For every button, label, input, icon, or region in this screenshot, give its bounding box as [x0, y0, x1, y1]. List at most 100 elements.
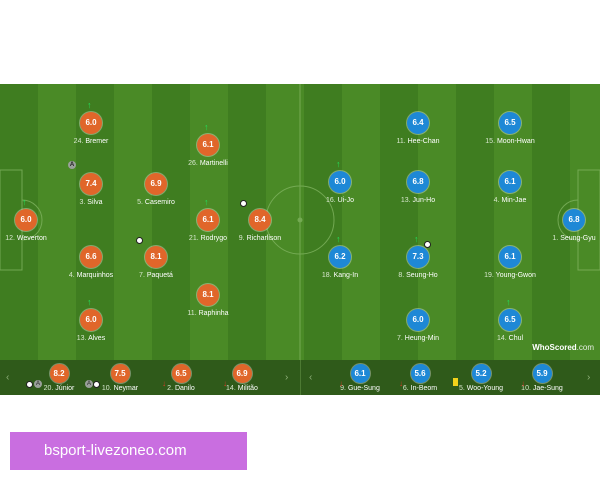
goal-ball-icon	[424, 241, 431, 248]
away-player-young-gwon[interactable]: 6.1 19. Young-Gwon	[475, 246, 545, 279]
next-arrow-icon[interactable]: ›	[587, 372, 591, 383]
player-name: Gue-Sung	[347, 385, 380, 392]
whoscored-logo: WhoScored.com	[532, 343, 594, 352]
away-player-min-jae[interactable]: 6.1 4. Min-Jae	[475, 171, 545, 204]
assist-icon: A	[34, 380, 42, 388]
player-name: Bremer	[85, 138, 109, 145]
sub-on-arrow-icon: ↑	[204, 197, 209, 207]
home-sub-militao[interactable]: ↓ 6.9 14. Militão	[207, 364, 277, 392]
shirt-number: 19.	[484, 272, 494, 279]
sub-on-arrow-icon: ↑	[22, 197, 27, 207]
rating-badge: 6.1	[499, 246, 521, 268]
rating-badge: ↑6.0	[80, 298, 102, 331]
player-name: Hee-Chan	[407, 138, 440, 145]
rating-badge: 6.8	[563, 209, 585, 231]
player-name: Weverton	[16, 235, 47, 242]
shirt-number: 10.	[521, 385, 531, 392]
shirt-number: 24.	[73, 138, 84, 145]
shirt-number: 3.	[79, 199, 86, 206]
rating-badge: 8.2	[49, 364, 69, 383]
away-player-moon-hwan[interactable]: 6.5 15. Moon-Hwan	[475, 112, 545, 145]
home-sub-neymar[interactable]: A 7.5 10. Neymar	[85, 364, 155, 392]
away-player-jun-ho[interactable]: 6.8 13. Jun-Ho	[383, 171, 453, 204]
away-player-seung-ho[interactable]: ↑7.3 8. Seung-Ho	[383, 235, 453, 280]
home-sub-junior[interactable]: A 8.2 20. Júnior	[24, 364, 94, 392]
home-player-alves[interactable]: ↑6.0 13. Alves	[56, 298, 126, 343]
home-player-bremer[interactable]: ↑6.0 24. Bremer	[56, 101, 126, 146]
sub-on-arrow-icon: ↑	[204, 122, 209, 132]
prev-arrow-icon[interactable]: ‹	[6, 372, 10, 383]
rating-badge: 6.9	[145, 173, 167, 195]
captain-icon: A	[68, 161, 76, 169]
shirt-number: 4.	[68, 272, 75, 279]
away-player-chul[interactable]: ↑6.5 14. Chul	[475, 298, 545, 343]
rating-badge: 5.2	[471, 364, 491, 383]
player-name: Júnior	[55, 385, 75, 392]
away-player-heung-min[interactable]: 6.0 7. Heung-Min	[383, 309, 453, 342]
rating-badge: 6.6	[80, 246, 102, 268]
shirt-number: 14.	[496, 335, 507, 342]
sub-on-arrow-icon: ↑	[87, 100, 92, 110]
player-name: Silva	[87, 199, 103, 206]
away-player-kang-in[interactable]: ↑6.2 18. Kang-In	[305, 235, 375, 280]
player-name: Marquinhos	[76, 272, 114, 279]
away-sub-in-beom[interactable]: ↓ 5.6 6. In-Beom	[385, 364, 455, 392]
home-player-paqueta[interactable]: 8.1 7. Paquetá	[121, 237, 191, 279]
home-player-rodrygo[interactable]: ↑6.1 21. Rodrygo	[173, 198, 243, 243]
home-player-weverton[interactable]: ↑6.0 12. Weverton	[0, 198, 61, 243]
player-name: Jae-Sung	[532, 385, 563, 392]
away-player-hee-chan[interactable]: 6.4 11. Hee-Chan	[383, 112, 453, 145]
rating-badge: 8.4	[240, 200, 271, 231]
home-player-casemiro[interactable]: 6.9 5. Casemiro	[121, 173, 191, 206]
rating-badge: 6.5	[499, 112, 521, 134]
rating-badge: 6.1	[499, 171, 521, 193]
home-player-richarlison[interactable]: 8.4 9. Richarlison	[225, 200, 295, 242]
divider	[300, 360, 301, 395]
home-player-marquinhos[interactable]: 6.6 4. Marquinhos	[56, 246, 126, 279]
sub-off-arrow-icon: ↓	[223, 379, 227, 388]
sub-off-arrow-icon: ↓	[521, 379, 525, 388]
rating-badge: 5.6	[410, 364, 430, 383]
goal-ball-icon	[93, 381, 100, 388]
sub-on-arrow-icon: ↑	[414, 234, 419, 244]
shirt-number: 6.	[402, 385, 409, 392]
player-name: Jun-Ho	[412, 197, 436, 204]
shirt-number: 11.	[396, 138, 406, 145]
player-name: Ui-Jo	[337, 197, 355, 204]
away-player-ui-jo[interactable]: ↑6.0 16. Ui-Jo	[305, 160, 375, 205]
player-name: Raphinha	[198, 310, 229, 317]
goal-ball-icon	[240, 200, 247, 207]
rating-badge: ↑6.1	[197, 123, 219, 156]
sub-off-arrow-icon: ↓	[399, 379, 403, 388]
sub-on-arrow-icon: ↑	[336, 159, 341, 169]
shirt-number: 14.	[226, 385, 236, 392]
rating-badge: ↑6.5	[499, 298, 521, 331]
sub-on-arrow-icon: ↑	[506, 297, 511, 307]
rating-badge: 8.1	[136, 237, 167, 268]
home-sub-danilo[interactable]: ↓ 6.5 2. Danilo	[146, 364, 216, 392]
promo-banner[interactable]: bsport-livezoneo.com	[10, 432, 247, 470]
home-player-raphinha[interactable]: 8.1 11. Raphinha	[173, 284, 243, 317]
away-sub-jae-sung[interactable]: ↓ 5.9 10. Jae-Sung	[507, 364, 577, 392]
player-name: Kang-In	[333, 272, 359, 279]
rating-badge: 5.9	[532, 364, 552, 383]
banner-text: bsport-livezoneo.com	[44, 442, 187, 459]
away-sub-gue-sung[interactable]: ↓ 6.1 9. Gue-Sung	[325, 364, 395, 392]
prev-arrow-icon[interactable]: ‹	[309, 372, 313, 383]
rating-badge: 6.9	[232, 364, 252, 383]
player-name: Min-Jae	[501, 197, 527, 204]
home-player-martinelli[interactable]: ↑6.1 26. Martinelli	[173, 123, 243, 168]
away-sub-woo-young[interactable]: 5.2 5. Woo-Young	[446, 364, 516, 392]
rating-badge: ↑6.0	[329, 160, 351, 193]
shirt-number: 13.	[400, 197, 411, 204]
rating-badge: 8.1	[197, 284, 219, 306]
player-name: Richarlison	[246, 235, 282, 242]
shirt-number: 16.	[325, 197, 336, 204]
player-name: Seung-Gyu	[560, 235, 596, 242]
player-name: Alves	[88, 335, 106, 342]
away-player-seung-gyu[interactable]: 6.8 1. Seung-Gyu	[539, 209, 600, 242]
next-arrow-icon[interactable]: ›	[285, 372, 289, 383]
rating-badge: 6.1	[350, 364, 370, 383]
sub-on-arrow-icon: ↑	[336, 234, 341, 244]
